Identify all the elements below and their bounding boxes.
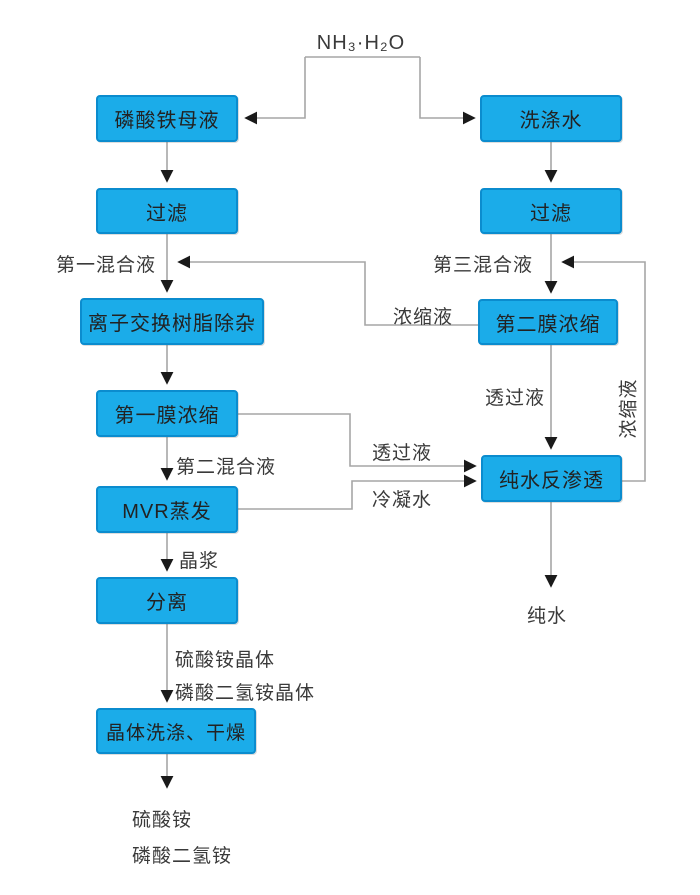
node-first-membrane-concentration: 第一膜浓缩 bbox=[96, 390, 238, 437]
label-condensate: 冷凝水 bbox=[372, 490, 433, 511]
label-concentrate-mid: 浓缩液 bbox=[393, 307, 454, 328]
node-pure-water-reverse-osmosis: 纯水反渗透 bbox=[481, 455, 622, 502]
node-ion-exchange-resin: 离子交换树脂除杂 bbox=[80, 298, 264, 345]
label-third-mixed-liquid: 第三混合液 bbox=[433, 255, 534, 276]
node-iron-phosphate-mother-liquor: 磷酸铁母液 bbox=[96, 95, 238, 142]
flow-membrane2-concentrate-to-mix1 bbox=[177, 255, 478, 326]
flow-mvr-condensate-to-ro bbox=[238, 474, 477, 510]
flow-ro-concentrate-to-mix3 bbox=[561, 255, 646, 482]
node-mvr-evaporation: MVR蒸发 bbox=[96, 486, 238, 533]
node-crystal-wash-dry: 晶体洗涤、干燥 bbox=[96, 708, 256, 754]
label-concentrate-right: 浓缩液 bbox=[618, 378, 640, 439]
label-permeate-right: 透过液 bbox=[485, 388, 546, 409]
label-ammonia-water: NH₃·H₂O bbox=[316, 32, 406, 54]
label-crystal-slurry: 晶浆 bbox=[179, 551, 220, 572]
label-monoammonium-phosphate-product: 磷酸二氢铵 bbox=[132, 846, 233, 867]
label-pure-water: 纯水 bbox=[527, 606, 568, 627]
flow-nh3-to-wash-water bbox=[419, 57, 476, 125]
flow-nh3-to-iron-liquor bbox=[244, 57, 306, 125]
label-permeate-mid: 透过液 bbox=[372, 443, 433, 464]
label-monoammonium-phosphate-crystal: 磷酸二氢铵晶体 bbox=[175, 683, 316, 704]
node-second-membrane-concentration: 第二膜浓缩 bbox=[478, 299, 618, 345]
node-separation: 分离 bbox=[96, 577, 238, 624]
label-second-mixed-liquid: 第二混合液 bbox=[176, 457, 277, 478]
label-ammonium-sulfate-crystal: 硫酸铵晶体 bbox=[175, 650, 276, 671]
node-filter-left: 过滤 bbox=[96, 188, 238, 234]
flow-membrane1-permeate-to-ro bbox=[238, 413, 477, 473]
label-ammonium-sulfate-product: 硫酸铵 bbox=[132, 810, 193, 831]
node-washing-water: 洗涤水 bbox=[480, 95, 622, 142]
node-filter-right: 过滤 bbox=[480, 188, 622, 234]
label-first-mixed-liquid: 第一混合液 bbox=[56, 255, 157, 276]
